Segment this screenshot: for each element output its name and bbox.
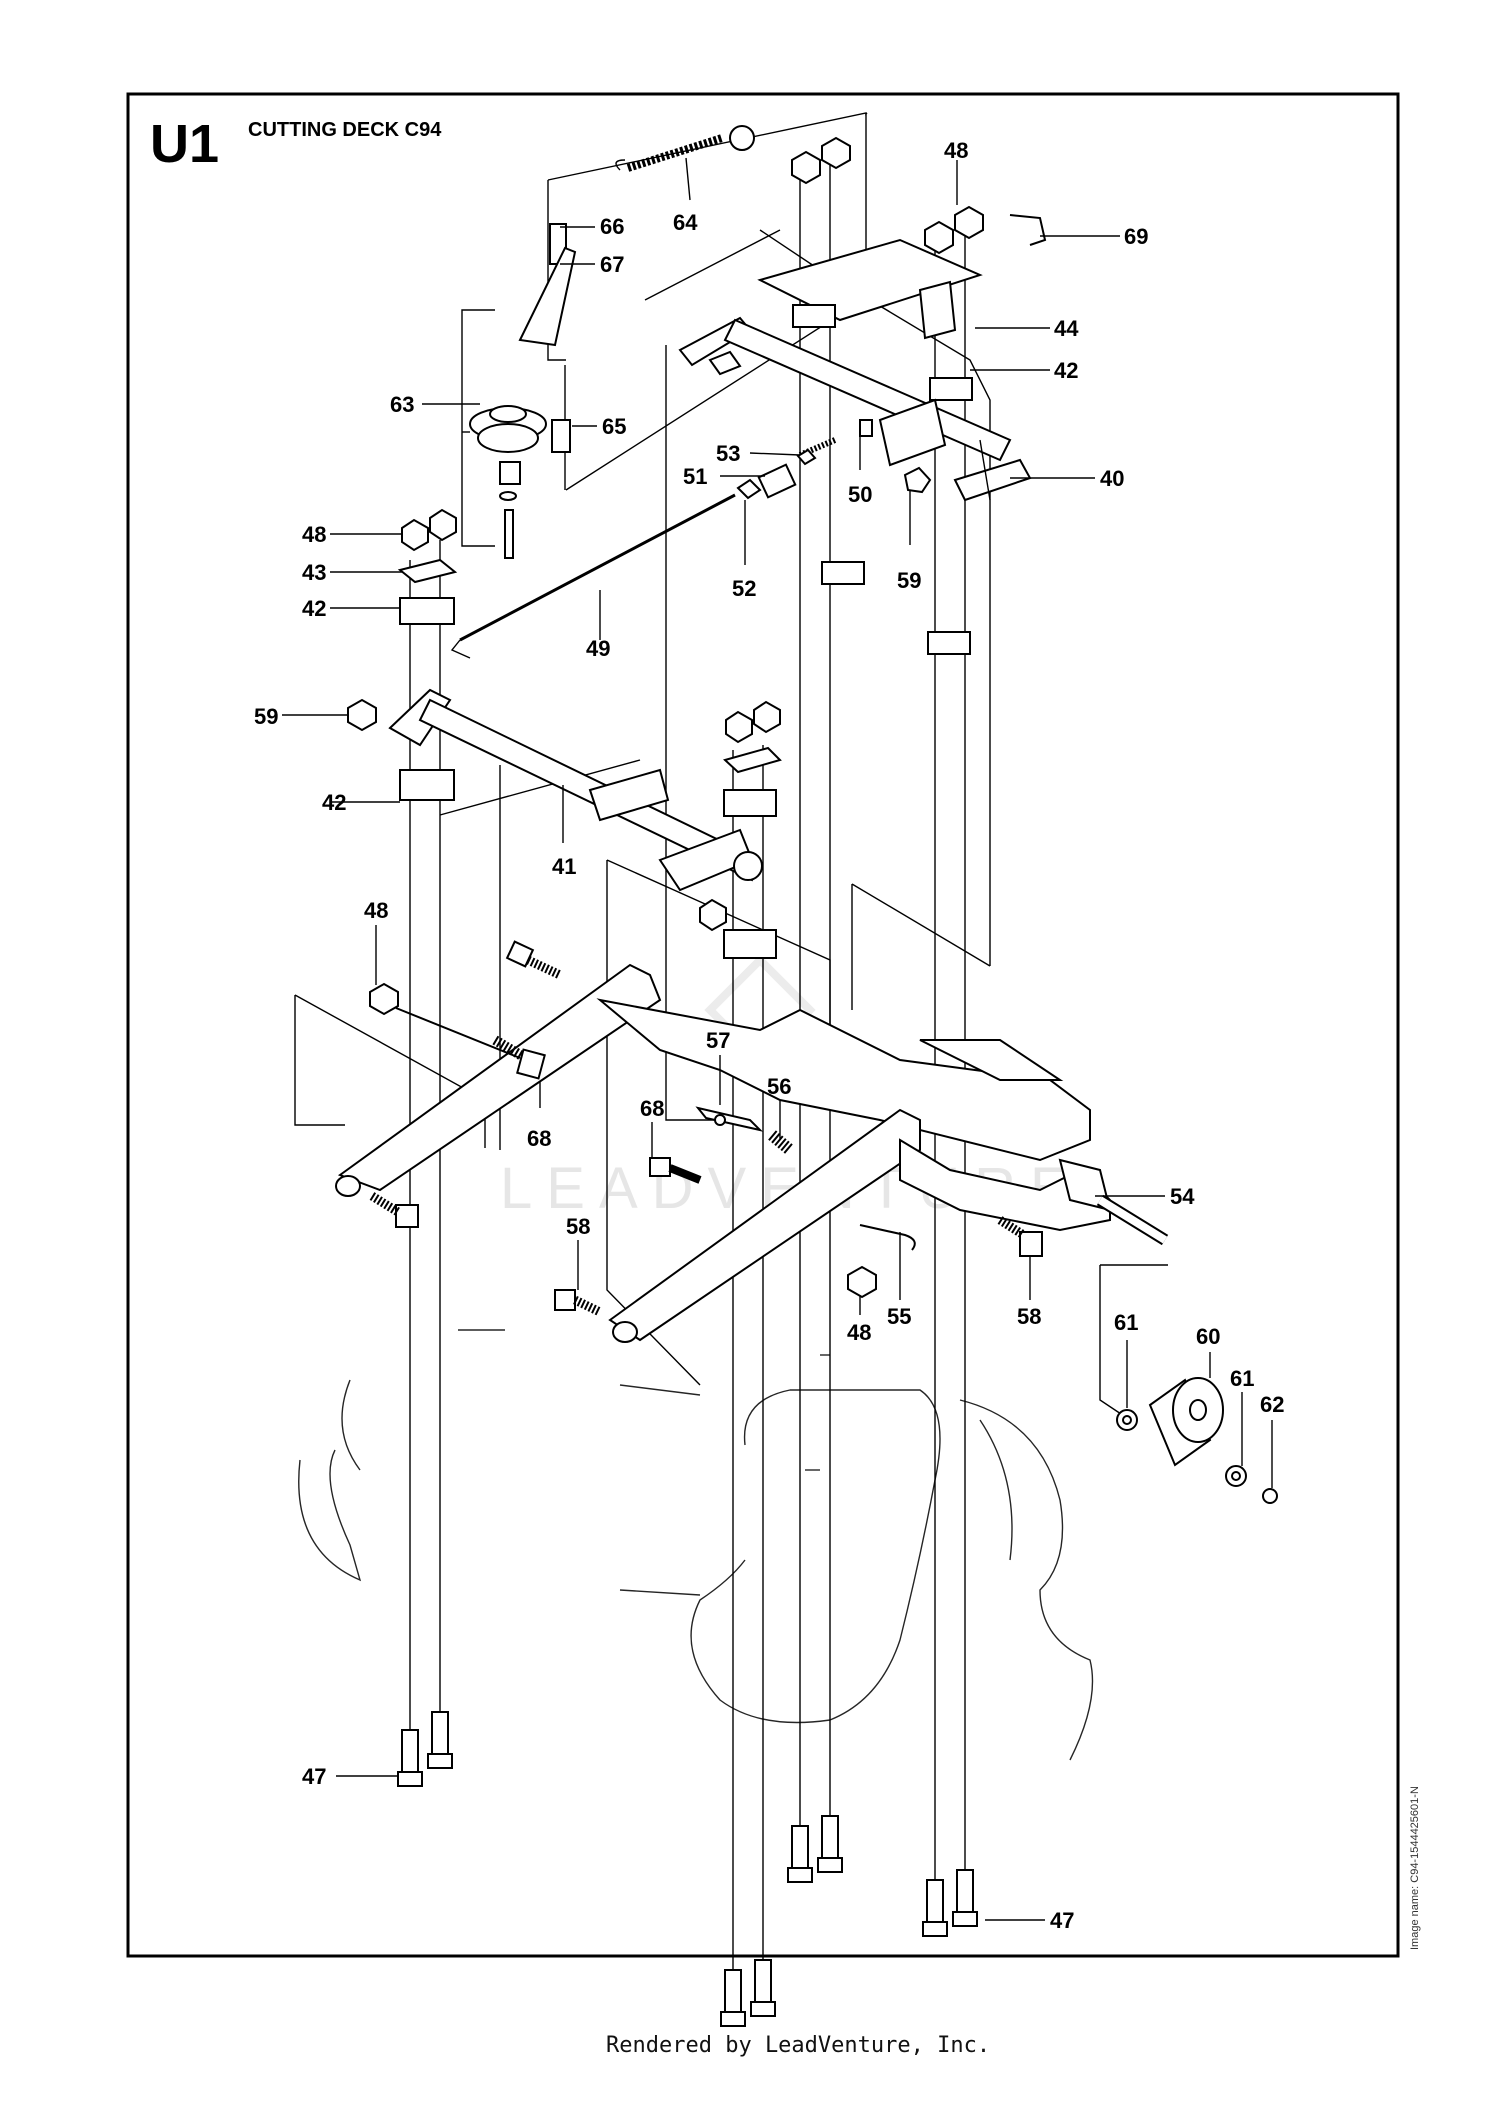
callout-64: 64 bbox=[673, 210, 698, 235]
middle-clamps bbox=[723, 700, 782, 959]
bolts bbox=[369, 940, 1043, 1317]
image-name: Image name: C94-1544425601-N bbox=[1409, 1786, 1421, 1950]
callout-67: 67 bbox=[600, 252, 624, 277]
callout-41: 41 bbox=[552, 854, 576, 879]
pulley-63 bbox=[461, 223, 577, 559]
callout-60: 60 bbox=[1196, 1324, 1220, 1349]
callout-61-left: 61 bbox=[1114, 1310, 1138, 1335]
callout-62: 62 bbox=[1260, 1392, 1284, 1417]
callout-47-left: 47 bbox=[302, 1764, 326, 1789]
top-hardware bbox=[757, 136, 1047, 655]
callout-65: 65 bbox=[602, 414, 626, 439]
callout-42-left: 42 bbox=[302, 596, 326, 621]
callout-68-left: 68 bbox=[527, 1126, 551, 1151]
callout-49: 49 bbox=[586, 636, 610, 661]
callout-56: 56 bbox=[767, 1074, 791, 1099]
callout-53: 53 bbox=[716, 441, 740, 466]
callout-63: 63 bbox=[390, 392, 414, 417]
callout-51: 51 bbox=[683, 464, 707, 489]
footer-credit: Rendered by LeadVenture, Inc. bbox=[606, 2033, 990, 2058]
callouts: 64 66 67 63 65 48 69 44 42 40 53 51 50 5… bbox=[254, 138, 1284, 1933]
callout-58-left: 58 bbox=[566, 1214, 590, 1239]
callout-66: 66 bbox=[600, 214, 624, 239]
diagram-code: U1 bbox=[150, 114, 219, 174]
shaft-41 bbox=[388, 688, 763, 932]
callout-59-left: 59 bbox=[254, 704, 278, 729]
callout-54: 54 bbox=[1170, 1184, 1195, 1209]
left-clamps bbox=[347, 508, 458, 801]
deck-outline bbox=[298, 1329, 1094, 1761]
bolts-47 bbox=[397, 1711, 978, 2027]
callout-43: 43 bbox=[302, 560, 326, 585]
callout-48-mid: 48 bbox=[364, 898, 388, 923]
group-lines bbox=[294, 112, 1168, 1421]
leader-lines bbox=[282, 157, 1273, 1921]
lift-arms bbox=[335, 963, 1169, 1343]
callout-50: 50 bbox=[848, 482, 872, 507]
callout-48-top: 48 bbox=[944, 138, 968, 163]
callout-57: 57 bbox=[706, 1028, 730, 1053]
rod-49 bbox=[450, 419, 932, 659]
shaft-40 bbox=[678, 316, 1032, 502]
callout-68-mid: 68 bbox=[640, 1096, 664, 1121]
callout-61-right: 61 bbox=[1230, 1366, 1254, 1391]
callout-48-left: 48 bbox=[302, 522, 326, 547]
callout-44: 44 bbox=[1054, 316, 1079, 341]
callout-59-right: 59 bbox=[897, 568, 921, 593]
callout-55: 55 bbox=[887, 1304, 911, 1329]
callout-47-right: 47 bbox=[1050, 1908, 1074, 1933]
callout-69: 69 bbox=[1124, 224, 1148, 249]
callout-40: 40 bbox=[1100, 466, 1124, 491]
callout-42-top: 42 bbox=[1054, 358, 1078, 383]
callout-58-right: 58 bbox=[1017, 1304, 1041, 1329]
callout-52: 52 bbox=[732, 576, 756, 601]
callout-48-low: 48 bbox=[847, 1320, 871, 1345]
spring-64 bbox=[615, 125, 755, 172]
diagram-title: CUTTING DECK C94 bbox=[248, 119, 442, 141]
roller-60 bbox=[1116, 1377, 1278, 1504]
callout-42-mid: 42 bbox=[322, 790, 346, 815]
